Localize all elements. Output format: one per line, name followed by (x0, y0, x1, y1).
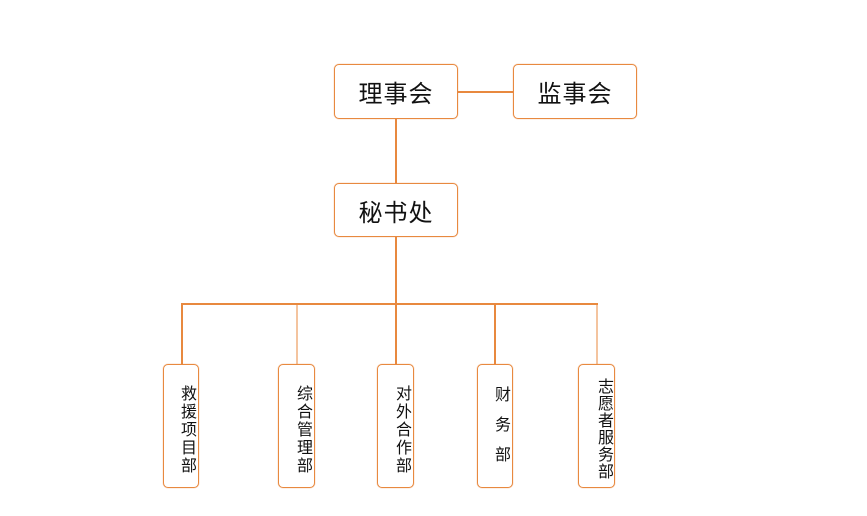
department-label: 财务部 (492, 386, 511, 476)
department-node-volunteer-services: 志愿者服务部 (578, 364, 615, 488)
department-node-finance: 财务部 (477, 364, 513, 488)
supervisory-board-label: 监事会 (537, 80, 613, 108)
board-node: 理事会 (334, 64, 458, 119)
supervisory-board-node: 监事会 (513, 64, 637, 119)
department-node-external-cooperation: 对外合作部 (377, 364, 414, 488)
department-node-general-management: 综合管理部 (278, 364, 315, 488)
department-label: 志愿者服务部 (595, 378, 614, 480)
department-label: 对外合作部 (393, 385, 412, 475)
secretariat-node: 秘书处 (334, 183, 458, 237)
department-node-rescue-projects: 救援项目部 (163, 364, 199, 488)
department-label: 救援项目部 (178, 385, 197, 475)
secretariat-label: 秘书处 (358, 198, 434, 227)
board-label: 理事会 (358, 80, 434, 108)
department-label: 综合管理部 (294, 385, 313, 475)
